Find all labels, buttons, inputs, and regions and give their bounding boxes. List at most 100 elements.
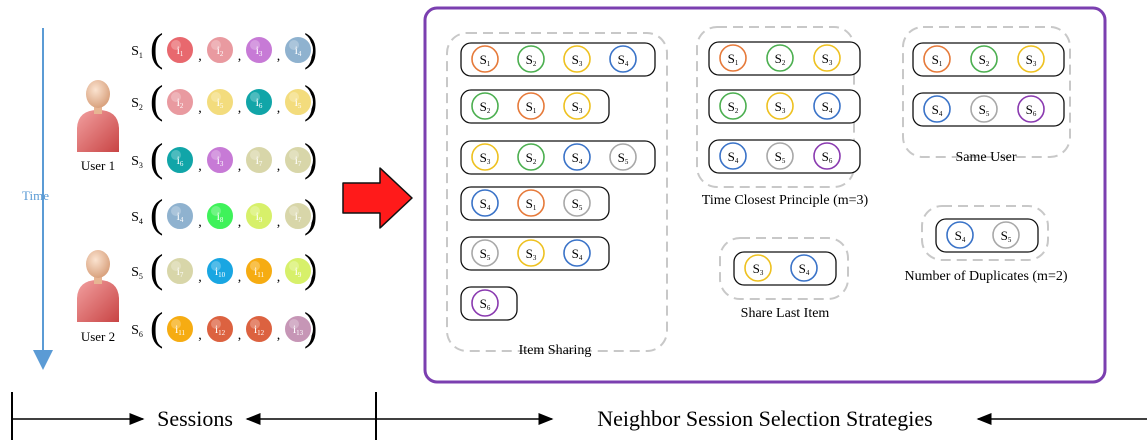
item-separator: , [238,159,242,174]
item-separator: , [198,328,202,343]
transform-arrow-icon [342,167,413,229]
item-separator: , [198,49,202,64]
session-node [517,45,545,73]
user-body-icon [77,110,119,152]
item-label: i6 [256,95,263,110]
open-paren: ( [150,77,163,122]
session-node [719,142,747,170]
session-node-label: S1 [526,196,537,212]
item-bubble: i3 [244,35,274,65]
session-node [563,45,591,73]
item-separator: , [277,328,281,343]
session-node-label: S2 [480,99,491,115]
neighbor-set: S4 S5 [935,218,1039,253]
session-node [1017,45,1045,73]
session-node [766,142,794,170]
session-node [992,221,1020,249]
item-bubble: i11 [244,256,274,286]
item-bubble: i11 [165,314,195,344]
user-1-label: User 1 [81,158,115,173]
item-label: i5 [217,95,224,110]
item-label: i2 [177,95,184,110]
item-bubble: i9 [244,201,274,231]
session-node [609,45,637,73]
session-row: S5()i7,i10,i11,i9 [131,246,317,291]
item-label: i12 [215,322,226,337]
item-bubble: i12 [205,314,235,344]
strategies-frame [423,6,1107,384]
session-node [923,95,951,123]
item-label: i10 [215,264,226,279]
user-body-icon [77,280,119,322]
session-node-label: S4 [822,99,833,115]
strategy-dashed-box [719,237,849,300]
item-label: i3 [217,153,224,168]
session-node-label: S5 [1001,228,1012,244]
session-node-label: S2 [728,99,739,115]
item-bubble: i12 [244,314,274,344]
item-bubble: i8 [205,201,235,231]
item-separator: , [238,328,242,343]
item-bubble: i7 [244,145,274,175]
session-label: S2 [131,96,143,112]
item-bubble: i2 [205,35,235,65]
item-bubble: i4 [165,201,195,231]
item-bubble: i5 [205,87,235,117]
session-node-label: S4 [728,149,739,165]
session-node-label: S6 [822,149,833,165]
item-label: i12 [254,322,265,337]
item-label: i2 [217,43,224,58]
item-label: i3 [256,43,263,58]
session-node [719,92,747,120]
strategy-dashed-box [446,32,668,352]
strategies-label: Neighbor Session Selection Strategies [597,406,932,431]
open-paren: ( [150,304,163,349]
item-bubble: i7 [283,145,313,175]
item-separator: , [238,215,242,230]
session-node [813,142,841,170]
session-node-label: S2 [526,150,537,166]
session-node [766,44,794,72]
item-separator: , [198,159,202,174]
session-node-label: S4 [799,261,810,277]
session-node [471,289,499,317]
session-node-label: S2 [775,51,786,67]
session-node-label: S4 [955,228,966,244]
session-node-label: S6 [480,296,491,312]
session-label: S1 [131,44,143,60]
item-label: i9 [295,264,302,279]
session-node-label: S3 [753,261,764,277]
session-row: S4()i4,i8,i9,i7 [131,191,317,236]
session-node [471,143,499,171]
item-bubble: i7 [283,201,313,231]
session-node [1017,95,1045,123]
item-bubble: i1 [165,35,195,65]
item-bubble: i3 [205,145,235,175]
session-node-label: S4 [618,52,629,68]
session-node [790,254,818,282]
item-bubble: i2 [165,87,195,117]
item-bubble: i13 [283,314,313,344]
item-separator: , [198,215,202,230]
item-label: i7 [295,209,302,224]
session-node [923,45,951,73]
strategy-title: Number of Duplicates (m=2) [904,269,1067,284]
open-paren: ( [150,135,163,180]
open-paren: ( [150,246,163,291]
session-node [970,95,998,123]
